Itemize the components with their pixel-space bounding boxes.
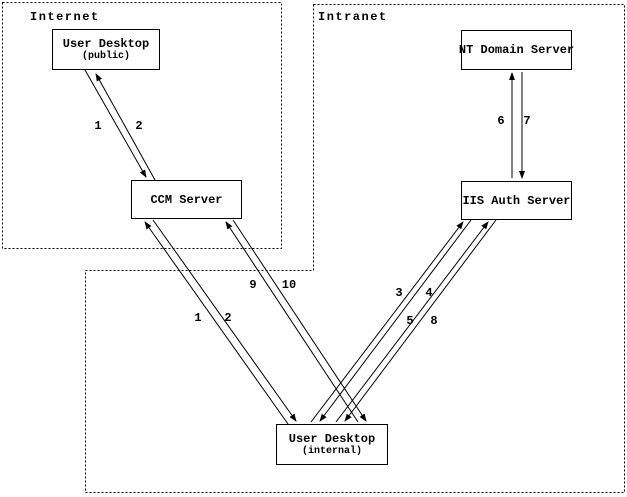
flow-label-8: 8 xyxy=(430,314,438,328)
internet-region-label: Internet xyxy=(30,10,100,24)
node-subtitle: (public) xyxy=(81,51,130,62)
arrow-8-iis-to-udinternal xyxy=(344,219,497,422)
node-title: IIS Auth Server xyxy=(462,193,571,208)
arrow-1-udinternal-to-ccm xyxy=(144,221,289,425)
flow-label-1-public: 1 xyxy=(94,119,102,133)
flow-label-1-internal: 1 xyxy=(194,311,202,325)
node-user-desktop-public: User Desktop (public) xyxy=(52,29,160,70)
node-subtitle: (internal) xyxy=(301,446,362,457)
flow-label-2-internal: 2 xyxy=(224,311,232,325)
node-title: CCM Server xyxy=(150,192,223,207)
arrow-5-udinternal-to-iis xyxy=(335,221,489,423)
intranet-region-outline xyxy=(85,4,625,493)
flow-label-9: 9 xyxy=(249,278,257,292)
arrow-1-udpublic-to-ccm xyxy=(84,69,147,178)
arrow-4-iis-to-udinternal xyxy=(319,219,472,422)
arrow-3-udinternal-to-iis xyxy=(310,221,464,423)
flow-label-2-public: 2 xyxy=(135,119,143,133)
arrow-10-ccm-to-udinternal xyxy=(232,219,367,422)
flow-label-4: 4 xyxy=(425,286,433,300)
node-title: NT Domain Server xyxy=(458,43,575,57)
flow-label-5: 5 xyxy=(406,314,414,328)
flow-label-10: 10 xyxy=(281,278,297,292)
node-user-desktop-internal: User Desktop (internal) xyxy=(276,424,388,465)
intranet-region-label: Intranet xyxy=(318,10,388,24)
flow-label-6: 6 xyxy=(497,114,505,128)
internet-region-outline xyxy=(2,2,282,249)
arrow-9-udinternal-to-ccm xyxy=(225,221,359,423)
node-title: User Desktop xyxy=(288,432,376,446)
node-nt-domain-server: NT Domain Server xyxy=(458,30,575,70)
flow-label-3: 3 xyxy=(395,286,403,300)
arrow-2-ccm-to-udpublic xyxy=(95,73,156,181)
node-title: User Desktop xyxy=(62,37,150,51)
flow-label-7: 7 xyxy=(523,114,531,128)
node-ccm-server: CCM Server xyxy=(131,180,242,219)
arrow-2-ccm-to-udinternal xyxy=(152,219,297,422)
node-iis-auth-server: IIS Auth Server xyxy=(461,181,572,220)
